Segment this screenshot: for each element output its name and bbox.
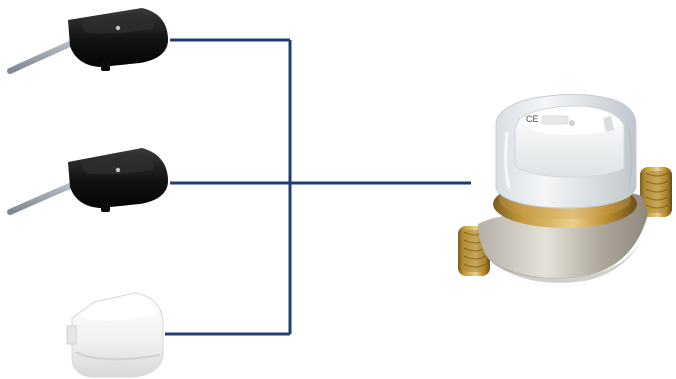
- water-meter: CE: [458, 95, 672, 283]
- sensor-mount-peg: [101, 202, 110, 212]
- sensor-status-dot: [116, 168, 120, 172]
- sensor-mount-peg: [101, 61, 110, 71]
- sensor-module-top: [10, 8, 168, 71]
- sensor-module-middle: [10, 148, 168, 212]
- sensor-cable-icon: [10, 43, 72, 71]
- meter-label-plate: [542, 116, 568, 124]
- communication-module-bottom: [67, 293, 163, 377]
- sensor-cable-icon: [10, 185, 72, 212]
- connector-lines: [165, 40, 471, 334]
- sensor-status-dot: [116, 26, 120, 30]
- meter-label: CE: [526, 114, 539, 124]
- meter-sensor-target-icon: [569, 120, 575, 126]
- module-side-latch: [67, 326, 76, 344]
